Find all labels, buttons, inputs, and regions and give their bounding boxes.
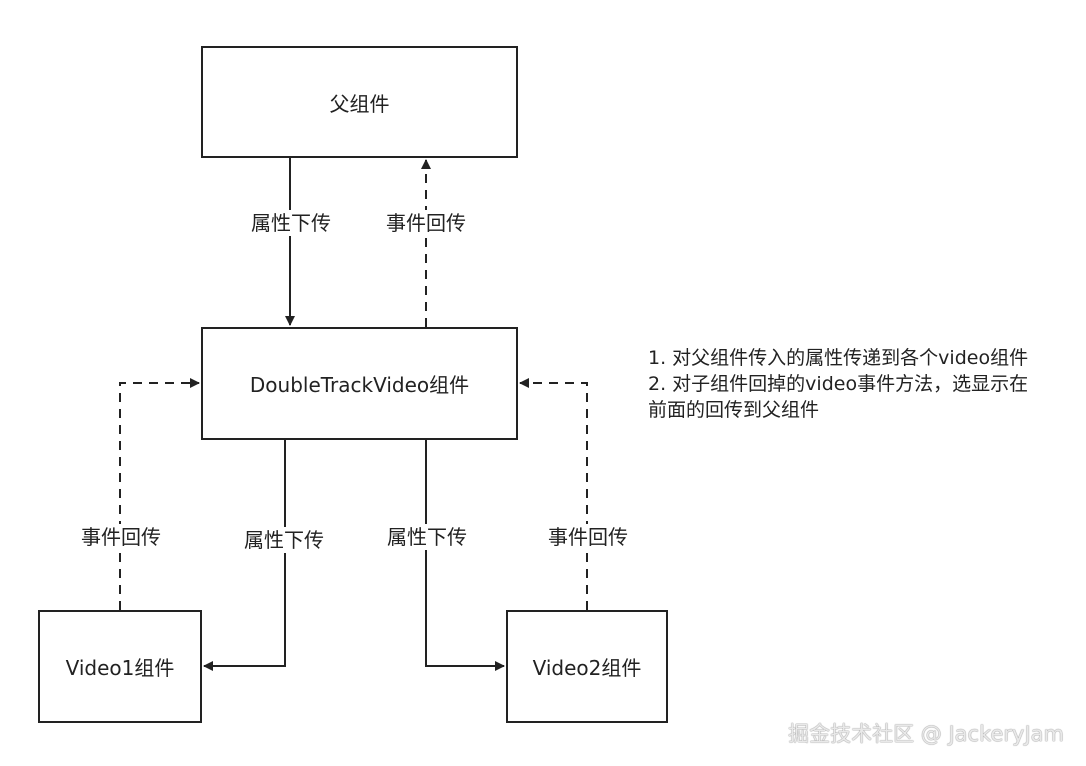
- video1-component-label: Video1组件: [65, 656, 175, 680]
- edge-label-double-to-video2: 属性下传: [385, 524, 469, 550]
- edge-label-video1-to-double: 事件回传: [79, 524, 163, 550]
- video2-component-label: Video2组件: [532, 656, 642, 680]
- edge-label-video2-to-double: 事件回传: [546, 524, 630, 550]
- edge-video2-to-double: [519, 378, 588, 610]
- edge-video1-to-double: [119, 378, 200, 610]
- edge-label-double-to-parent: 事件回传: [384, 210, 468, 236]
- edge-double-to-video1: [203, 440, 286, 671]
- explanation-note: 1. 对父组件传入的属性传递到各个video组件 2. 对子组件回掉的video…: [648, 345, 1028, 423]
- edge-label-parent-to-double: 属性下传: [249, 210, 333, 236]
- video2-component-node: Video2组件: [506, 610, 668, 723]
- edge-label-double-to-video1: 属性下传: [242, 527, 326, 553]
- note-line-1: 1. 对父组件传入的属性传递到各个video组件: [648, 347, 1029, 369]
- parent-component-label: 父组件: [329, 91, 390, 116]
- note-line-2: 2. 对子组件回掉的video事件方法，选显示在: [648, 373, 1029, 395]
- double-track-video-node: DoubleTrackVideo组件: [201, 327, 518, 440]
- watermark: 掘金技术社区 @ JackeryJam: [788, 722, 1064, 746]
- video1-component-node: Video1组件: [38, 610, 202, 723]
- edge-double-to-video2: [425, 440, 505, 671]
- double-track-video-label: DoubleTrackVideo组件: [249, 373, 470, 397]
- note-line-3: 前面的回传到父组件: [648, 399, 820, 421]
- parent-component-node: 父组件: [201, 46, 518, 158]
